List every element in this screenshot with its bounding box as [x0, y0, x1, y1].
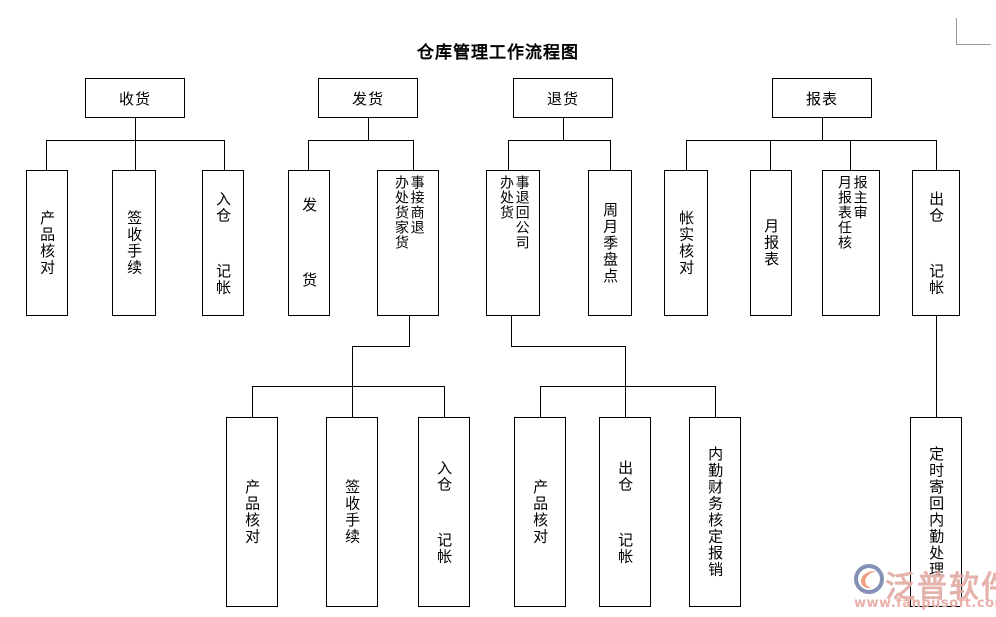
box-label-columns: 事接商退 办处货家货: [392, 175, 425, 250]
box-receiving-child-3[interactable]: 入仓 记帐: [202, 170, 244, 316]
connector-shipping-sub-drop-1: [252, 386, 253, 417]
box-label: 产品核对: [38, 210, 57, 276]
connector-reports-bus: [686, 140, 936, 141]
connector-receiving-drop-1: [46, 140, 47, 170]
box-reports-child-1[interactable]: 帐实核对: [664, 170, 708, 316]
connector-shipping-bus: [308, 140, 414, 141]
box-label: 产品核对: [243, 479, 262, 545]
box-label: 签收手续: [125, 210, 144, 276]
box-receiving-root[interactable]: 收货: [85, 78, 185, 118]
box-shipping-child-2[interactable]: 事接商退 办处货家货: [377, 170, 439, 316]
box-label: 定时寄回内勤处理: [927, 446, 946, 578]
page-title: 仓库管理工作流程图: [417, 43, 579, 63]
box-reports-sub-1[interactable]: 定时寄回内勤处理: [910, 417, 962, 607]
box-label-col-left: 月报表任核: [836, 175, 852, 250]
box-receiving-child-1[interactable]: 产品核对: [26, 170, 68, 316]
connector-shipping-sub-bus: [252, 386, 444, 387]
connector-returns-sub-stem: [511, 316, 512, 346]
box-label: 月报表: [762, 218, 781, 268]
box-label: 入仓 记帐: [214, 190, 233, 296]
connector-shipping-sub-drop-2: [352, 386, 353, 417]
box-receiving-child-2[interactable]: 签收手续: [112, 170, 156, 316]
connector-reports-drop-1: [686, 140, 687, 170]
box-reports-child-2[interactable]: 月报表: [750, 170, 792, 316]
connector-shipping-sub-jog: [352, 346, 410, 347]
box-label: 发 货: [300, 197, 319, 289]
connector-returns-sub-drop-2: [625, 386, 626, 417]
box-label: 出仓 记帐: [927, 190, 946, 296]
connector-shipping-sub-riser: [352, 346, 353, 386]
box-returns-sub-1[interactable]: 产品核对: [514, 417, 566, 607]
box-returns-root[interactable]: 退货: [513, 78, 613, 118]
connector-reports-drop-2: [770, 140, 771, 170]
connector-returns-sub-riser: [625, 346, 626, 386]
connector-returns-sub-drop-3: [715, 386, 716, 417]
box-returns-child-1[interactable]: 事退回公司 办处货: [486, 170, 540, 316]
connector-shipping-drop-1: [308, 140, 309, 170]
connector-returns-stem: [563, 118, 564, 140]
box-label: 出仓 记帐: [616, 459, 635, 565]
connector-returns-bus: [508, 140, 610, 141]
box-label-col-left: 办处货: [498, 175, 514, 220]
box-label: 周月季盘点: [601, 201, 620, 285]
box-reports-child-3[interactable]: 报主审 月报表任核: [822, 170, 880, 316]
connector-shipping-drop-2: [413, 140, 414, 170]
box-shipping-sub-2[interactable]: 签收手续: [326, 417, 378, 607]
box-label: 内勤财务核定报销: [706, 446, 725, 578]
box-label-columns: 报主审 月报表任核: [835, 175, 868, 250]
connector-receiving-drop-2: [135, 140, 136, 170]
connector-receiving-drop-3: [224, 140, 225, 170]
connector-reports-drop-3: [850, 140, 851, 170]
connector-returns-sub-bus: [540, 386, 715, 387]
box-label-col-left: 办处货家货: [393, 175, 409, 250]
box-shipping-sub-3[interactable]: 入仓 记帐: [418, 417, 470, 607]
box-shipping-root[interactable]: 发货: [318, 78, 418, 118]
connector-reports-stem: [822, 118, 823, 140]
box-returns-child-2[interactable]: 周月季盘点: [588, 170, 632, 316]
box-label-columns: 事退回公司 办处货: [497, 175, 530, 250]
connector-returns-drop-2: [610, 140, 611, 170]
page-corner-mark: [956, 18, 991, 45]
connector-shipping-sub-stem: [409, 316, 410, 346]
connector-reports-sub-stem: [936, 316, 937, 417]
box-returns-sub-2[interactable]: 出仓 记帐: [599, 417, 651, 607]
box-label: 入仓 记帐: [435, 459, 454, 565]
box-label-col-right: 事接商退: [408, 175, 425, 235]
box-returns-sub-3[interactable]: 内勤财务核定报销: [689, 417, 741, 607]
box-label: 帐实核对: [677, 210, 696, 276]
box-label-col-right: 事退回公司: [513, 175, 530, 250]
box-label-col-right: 报主审: [851, 175, 868, 220]
connector-returns-drop-1: [508, 140, 509, 170]
connector-returns-sub-drop-1: [540, 386, 541, 417]
connector-shipping-sub-drop-3: [444, 386, 445, 417]
connector-returns-sub-jog: [511, 346, 626, 347]
box-reports-root[interactable]: 报表: [772, 78, 872, 118]
box-reports-child-4[interactable]: 出仓 记帐: [912, 170, 960, 316]
connector-receiving-stem: [135, 118, 136, 140]
box-label: 产品核对: [531, 479, 550, 545]
box-shipping-sub-1[interactable]: 产品核对: [226, 417, 278, 607]
connector-shipping-stem: [368, 118, 369, 140]
connector-reports-drop-4: [936, 140, 937, 170]
box-label: 签收手续: [343, 479, 362, 545]
box-shipping-child-1[interactable]: 发 货: [288, 170, 330, 316]
brand-logo-icon: [852, 562, 886, 600]
